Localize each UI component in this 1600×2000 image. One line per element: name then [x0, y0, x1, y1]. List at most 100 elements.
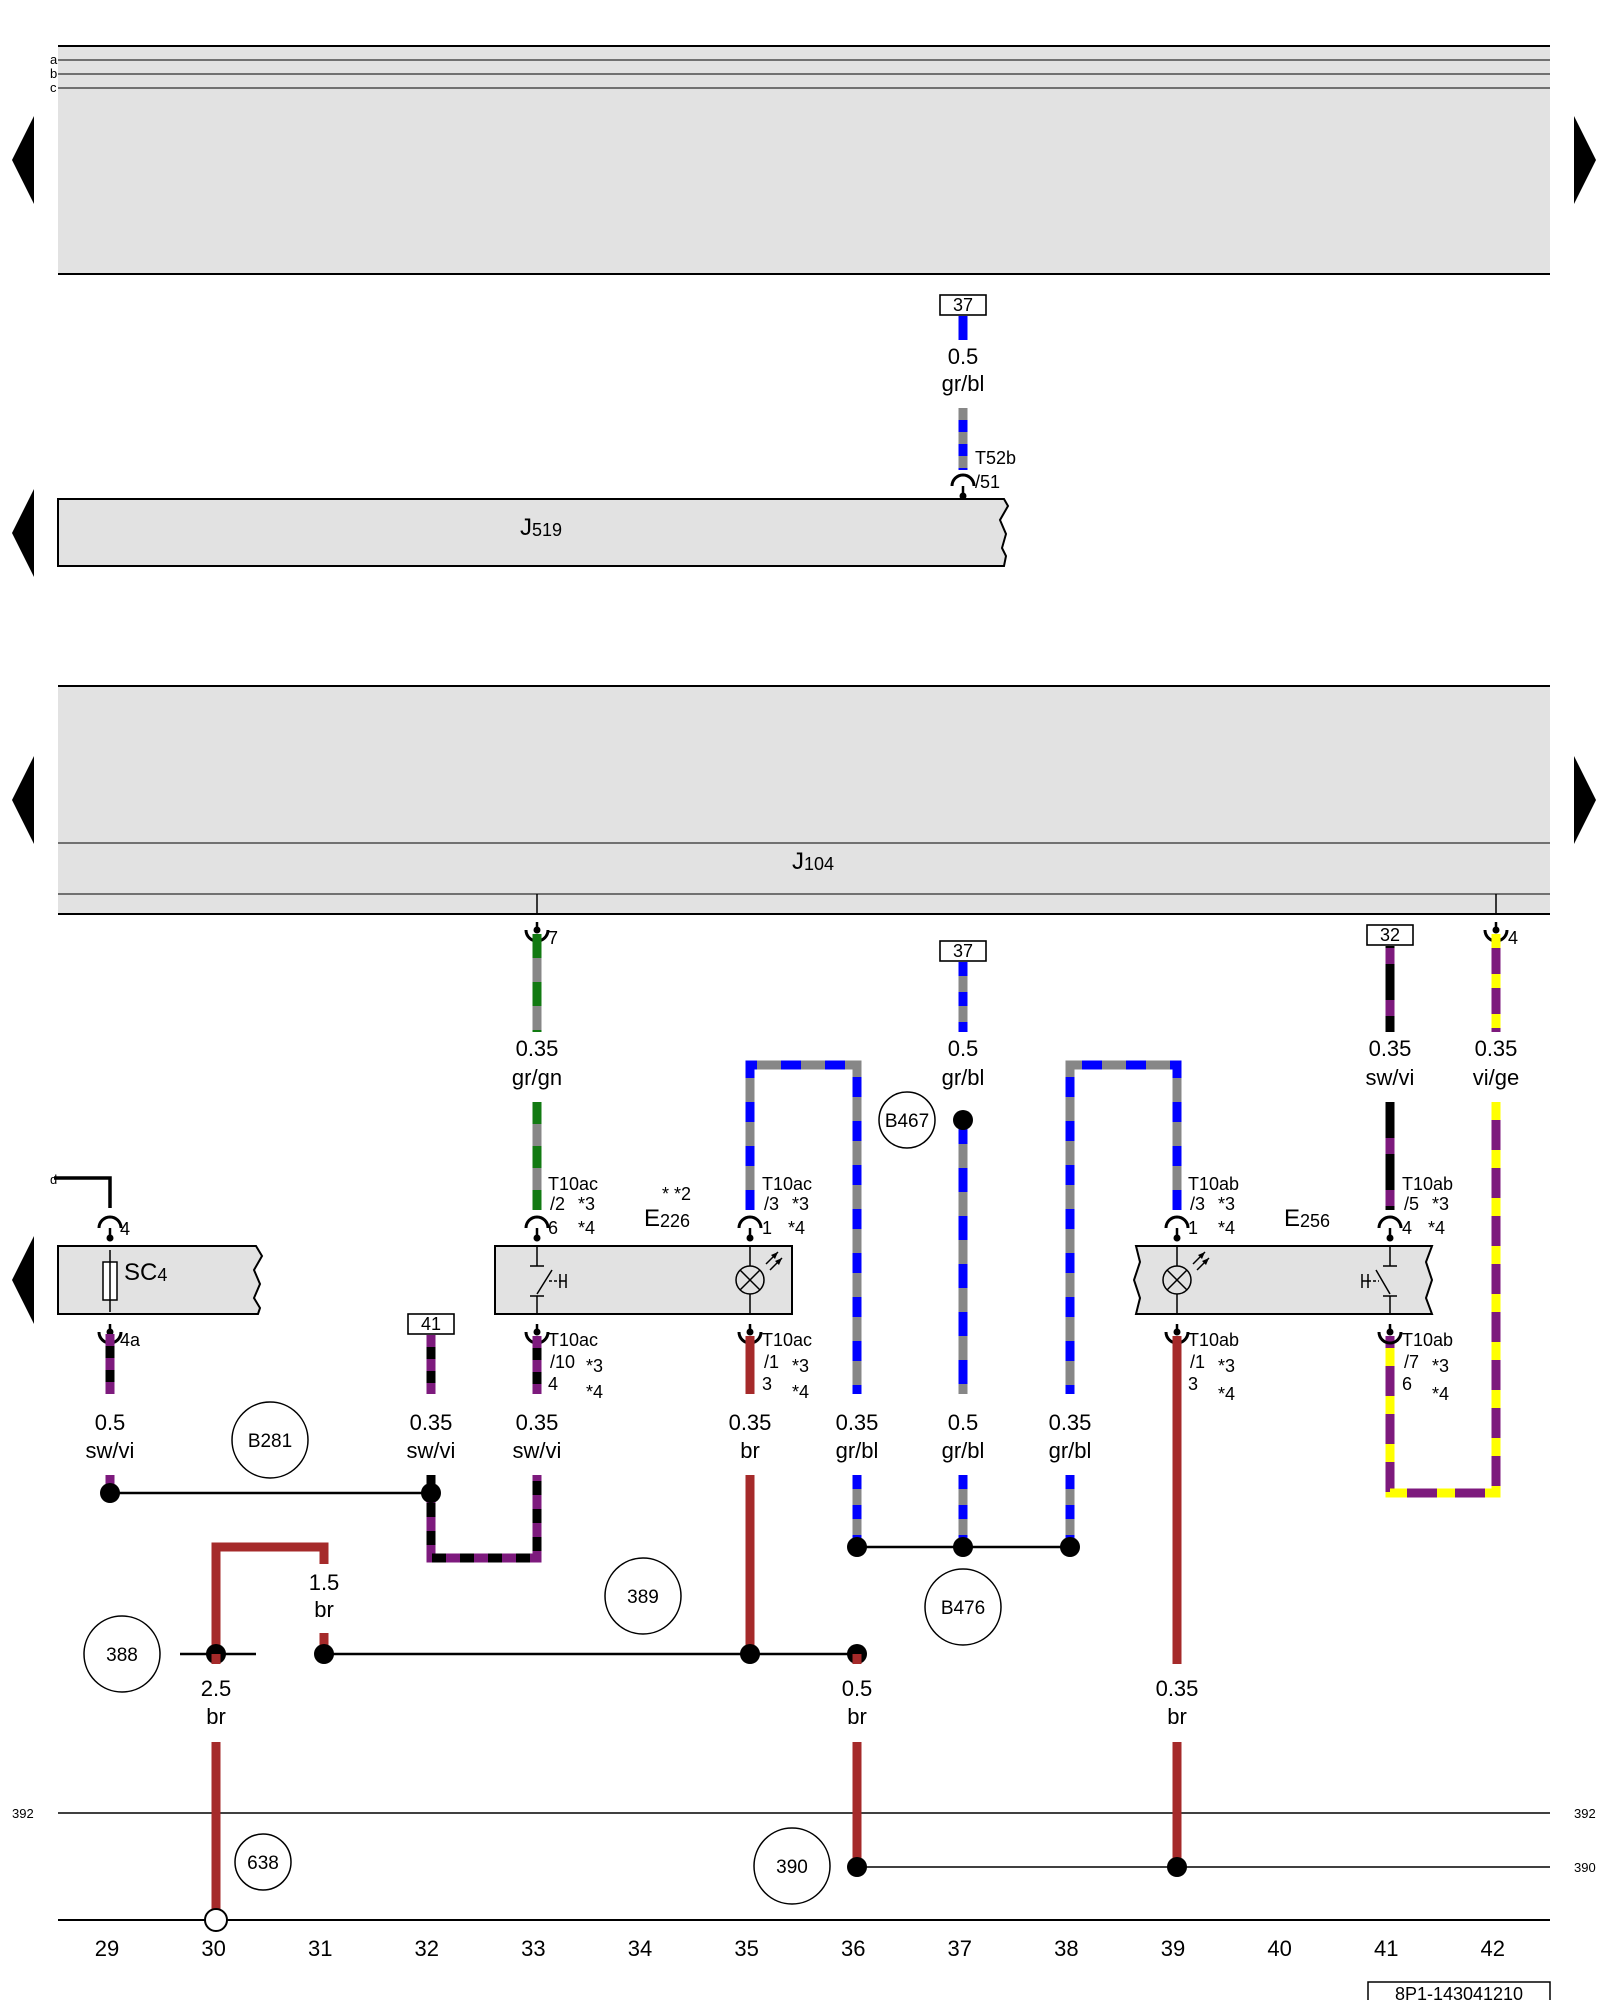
track-number: 40: [1267, 1936, 1291, 1961]
wire-38-39-loop: T10ab /3 1 *3 *4 0.35 gr/bl: [1049, 1060, 1239, 1546]
w36-color: gr/bl: [836, 1438, 879, 1463]
t10ac-3-label: T10ac /3 1 *3 *4: [762, 1174, 812, 1238]
t10ac-1-label: T10ac /1 3 *3 *4: [762, 1330, 812, 1402]
ref-41: 41: [421, 1314, 441, 1334]
wire-37-top: 37 0.5 gr/bl T52b /51: [939, 294, 1016, 501]
w36-low-size: 0.5: [842, 1676, 873, 1701]
bus-lines: 392 392 390: [12, 1806, 1596, 1921]
t10ab-1-label: T10ab /1 3 *3 *4: [1188, 1330, 1239, 1404]
w37-top-color: gr/bl: [942, 371, 985, 396]
svg-text:390: 390: [776, 1857, 808, 1878]
j104-pin-4: 4: [1508, 928, 1518, 948]
svg-text:*4: *4: [1218, 1218, 1235, 1238]
wire-39: T10ab /1 3 *3 *4 0.35 br: [1156, 1322, 1239, 1877]
w29-size: 0.5: [95, 1410, 126, 1435]
w33-top-size: 0.35: [516, 1036, 559, 1061]
w30-size: 2.5: [201, 1676, 232, 1701]
j104-pin-7: 7: [548, 928, 558, 948]
track-number: 34: [628, 1936, 652, 1961]
j519-left-arrow-icon[interactable]: [12, 489, 34, 577]
track-number: 30: [201, 1936, 225, 1961]
track-number: 41: [1374, 1936, 1398, 1961]
w31-size: 1.5: [309, 1570, 340, 1595]
svg-text:/1: /1: [1190, 1352, 1205, 1372]
svg-text:3: 3: [1188, 1374, 1198, 1394]
page-right-arrow-icon[interactable]: [1574, 116, 1596, 204]
w32-size: 0.35: [410, 1410, 453, 1435]
sc4-left-arrow-icon[interactable]: [12, 1236, 34, 1324]
svg-text:*4: *4: [1218, 1384, 1235, 1404]
t10ac-2-label: T10ac /2 6 *3 *4: [548, 1174, 598, 1238]
svg-text:*3: *3: [586, 1356, 603, 1376]
circle-638: 638: [234, 1833, 292, 1891]
bus-390-right: 390: [1574, 1860, 1596, 1875]
margin-d: d: [50, 1172, 57, 1187]
w30-color: br: [206, 1704, 226, 1729]
j104-left-arrow-icon[interactable]: [12, 756, 34, 844]
w32-color: sw/vi: [407, 1438, 456, 1463]
track-number: 37: [948, 1936, 972, 1961]
w33-bot-size: 0.35: [516, 1410, 559, 1435]
track-number: 38: [1054, 1936, 1078, 1961]
w38-size: 0.35: [1049, 1410, 1092, 1435]
j519-label: J519: [520, 514, 562, 541]
w38-color: gr/bl: [1049, 1438, 1092, 1463]
j104-right-arrow-icon[interactable]: [1574, 756, 1596, 844]
svg-text:/10: /10: [550, 1352, 575, 1372]
ref-32: 32: [1380, 925, 1400, 945]
svg-text:4: 4: [548, 1374, 558, 1394]
wire-35-36-loop: T10ac /3 1 *3 *4 0.35 gr/bl: [737, 1060, 879, 1546]
svg-text:1: 1: [1188, 1218, 1198, 1238]
wire-33-top: 7 0.35 gr/gn: [512, 920, 562, 1243]
w37-top-size: 0.5: [948, 344, 979, 369]
page-left-arrow-icon[interactable]: [12, 116, 34, 204]
svg-text:/3: /3: [1190, 1194, 1205, 1214]
w37-mid-color: gr/bl: [942, 1065, 985, 1090]
e256-switch-block: E256: [1132, 1205, 1434, 1315]
svg-text:B281: B281: [248, 1431, 292, 1452]
svg-text:3: 3: [762, 1374, 772, 1394]
j519-module: J519: [57, 498, 1010, 567]
w39-color: br: [1167, 1704, 1187, 1729]
w37-bot-size: 0.5: [948, 1410, 979, 1435]
svg-text:*4: *4: [788, 1218, 805, 1238]
svg-text:/7: /7: [1404, 1352, 1419, 1372]
ref-37-mid: 37: [953, 941, 973, 961]
w36-size: 0.35: [836, 1410, 879, 1435]
w33-bot-color: sw/vi: [513, 1438, 562, 1463]
t52b-pin: /51: [975, 472, 1000, 492]
circle-b281: B281: [231, 1401, 309, 1479]
svg-text:/3: /3: [764, 1194, 779, 1214]
bus-392-right: 392: [1574, 1806, 1596, 1821]
w35-color: br: [740, 1438, 760, 1463]
svg-text:4: 4: [1402, 1218, 1412, 1238]
circle-389: 389: [604, 1557, 682, 1635]
w42-top-color: vi/ge: [1473, 1065, 1519, 1090]
svg-text:T10ac: T10ac: [762, 1330, 812, 1350]
svg-text:*4: *4: [792, 1382, 809, 1402]
svg-text:T10ab: T10ab: [1402, 1174, 1453, 1194]
e226-label: E226: [644, 1205, 690, 1232]
track-number: 39: [1161, 1936, 1185, 1961]
wire-32: 41 0.35 sw/vi: [407, 1313, 542, 1563]
e226-switch-block: E226 * *2: [494, 1184, 793, 1315]
svg-text:6: 6: [1402, 1374, 1412, 1394]
svg-text:T10ab: T10ab: [1188, 1330, 1239, 1350]
w41-top-size: 0.35: [1369, 1036, 1412, 1061]
svg-text:/5: /5: [1404, 1194, 1419, 1214]
margin-a: a: [50, 52, 58, 67]
wire-29: 0.5 sw/vi: [86, 1334, 431, 1503]
wire-35: T10ac /1 3 *3 *4 0.35 br: [729, 1322, 812, 1654]
svg-text:*4: *4: [1432, 1384, 1449, 1404]
circle-390: 390: [753, 1827, 831, 1905]
w31-color: br: [314, 1597, 334, 1622]
margin-b: b: [50, 66, 57, 81]
wire-42-loop: 4 0.35 vi/ge T10ab /7 6 *3 *4: [1377, 920, 1519, 1498]
e226-marks: * *2: [662, 1184, 691, 1204]
svg-text:T10ac: T10ac: [548, 1330, 598, 1350]
svg-text:/1: /1: [764, 1352, 779, 1372]
wire-33-bot: T10ac /10 4 *3 *4 0.35 sw/vi: [513, 1322, 603, 1463]
ref-37-top: 37: [953, 295, 973, 315]
svg-text:T10ac: T10ac: [548, 1174, 598, 1194]
